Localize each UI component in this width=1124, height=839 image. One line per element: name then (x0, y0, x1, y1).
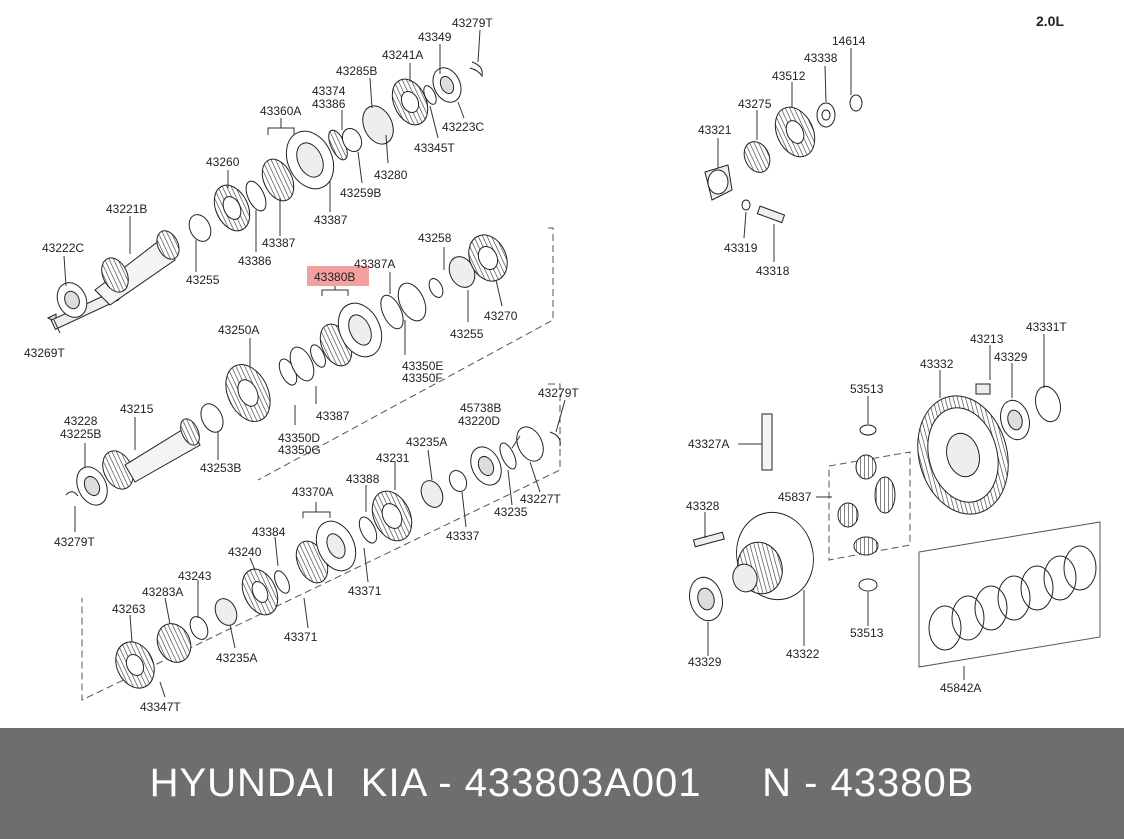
part-number-footer: HYUNDAI KIA - 433803A001 N - 43380B (0, 728, 1124, 839)
leader-lines (53, 29, 1045, 698)
footer-brand-part-number: HYUNDAI KIA - 433803A001 (149, 761, 702, 805)
label-43269T: 43269T (24, 346, 65, 360)
label-43221B: 43221B (106, 202, 147, 216)
label-43260: 43260 (206, 155, 240, 169)
upper-shaft-assembly (46, 61, 483, 330)
label-43384: 43384 (252, 525, 286, 539)
label-43319: 43319 (724, 241, 758, 255)
parts-diagram: 2.0L (24, 13, 1101, 714)
label-43386-top: 43386 (312, 97, 346, 111)
label-43235A-top: 43235A (406, 435, 447, 449)
label-45842A: 45842A (940, 681, 981, 695)
label-43370A: 43370A (292, 485, 333, 499)
label-43360A: 43360A (260, 104, 301, 118)
label-43223C: 43223C (442, 120, 484, 134)
label-43329-top: 43329 (994, 350, 1028, 364)
label-43329-low: 43329 (688, 655, 722, 669)
label-43250A: 43250A (218, 323, 259, 337)
label-43350D: 43350D (278, 431, 320, 445)
label-43263: 43263 (112, 602, 146, 616)
footer-gap (702, 761, 763, 806)
label-43285B: 43285B (336, 64, 377, 78)
label-43338: 43338 (804, 51, 838, 65)
label-45837: 45837 (778, 490, 812, 504)
label-43225B: 43225B (60, 427, 101, 441)
label-53513-top: 53513 (850, 382, 884, 396)
label-43255-top: 43255 (186, 273, 220, 287)
label-43213: 43213 (970, 332, 1004, 346)
label-43328: 43328 (686, 499, 720, 513)
label-43275: 43275 (738, 97, 772, 111)
label-43321: 43321 (698, 123, 732, 137)
highlight-box (307, 266, 369, 286)
label-43332: 43332 (920, 357, 954, 371)
label-43331T: 43331T (1026, 320, 1067, 334)
label-43349: 43349 (418, 30, 452, 44)
label-43387A: 43387A (354, 257, 395, 271)
label-43255-mid: 43255 (450, 327, 484, 341)
label-43347T: 43347T (140, 700, 181, 714)
label-43253B: 43253B (200, 461, 241, 475)
label-43350E: 43350E (402, 359, 443, 373)
label-43350G: 43350G (278, 443, 321, 457)
label-43283A: 43283A (142, 585, 183, 599)
footer-catalog-number: N - 43380B (762, 761, 975, 805)
label-43241A: 43241A (382, 48, 423, 62)
label-43371-b: 43371 (348, 584, 382, 598)
label-43322: 43322 (786, 647, 820, 661)
label-43279T-left: 43279T (54, 535, 95, 549)
label-43215: 43215 (120, 402, 154, 416)
label-43279T-top: 43279T (452, 16, 493, 30)
group-outlines (81, 227, 1101, 701)
label-43222C: 43222C (42, 241, 84, 255)
label-43240: 43240 (228, 545, 262, 559)
label-43259B: 43259B (340, 186, 381, 200)
label-43220D: 43220D (458, 414, 500, 428)
lower-shaft-assembly (115, 426, 561, 689)
middle-shaft-assembly (65, 234, 508, 506)
label-43387-low: 43387 (316, 409, 350, 423)
label-43350F: 43350F (402, 371, 443, 385)
label-53513-low: 53513 (850, 626, 884, 640)
part-labels: 43279T 43349 43241A 43285B 43374 43386 4… (24, 16, 1067, 714)
label-43318: 43318 (756, 264, 790, 278)
label-43371-a: 43371 (284, 630, 318, 644)
label-43280: 43280 (374, 168, 408, 182)
differential-assembly (689, 383, 1097, 651)
label-43380B: 43380B (314, 270, 355, 284)
label-43386-mid: 43386 (238, 254, 272, 268)
label-43228: 43228 (64, 414, 98, 428)
label-43327A: 43327A (688, 437, 729, 451)
label-14614: 14614 (832, 34, 866, 48)
label-43270: 43270 (484, 309, 518, 323)
label-43512: 43512 (772, 69, 806, 83)
label-43279T-right: 43279T (538, 386, 579, 400)
label-43388: 43388 (346, 472, 380, 486)
label-43235: 43235 (494, 505, 528, 519)
label-43243: 43243 (178, 569, 212, 583)
label-43387-top: 43387 (262, 236, 296, 250)
label-43258: 43258 (418, 231, 452, 245)
label-43345T: 43345T (414, 141, 455, 155)
label-43337: 43337 (446, 529, 480, 543)
label-43231: 43231 (376, 451, 410, 465)
label-43227T: 43227T (520, 492, 561, 506)
label-43374: 43374 (312, 84, 346, 98)
label-43387-mid: 43387 (314, 213, 348, 227)
engine-label: 2.0L (1036, 13, 1064, 29)
label-43235A-low: 43235A (216, 651, 257, 665)
upper-right-assembly (704, 94, 863, 224)
label-45738B: 45738B (460, 401, 501, 415)
